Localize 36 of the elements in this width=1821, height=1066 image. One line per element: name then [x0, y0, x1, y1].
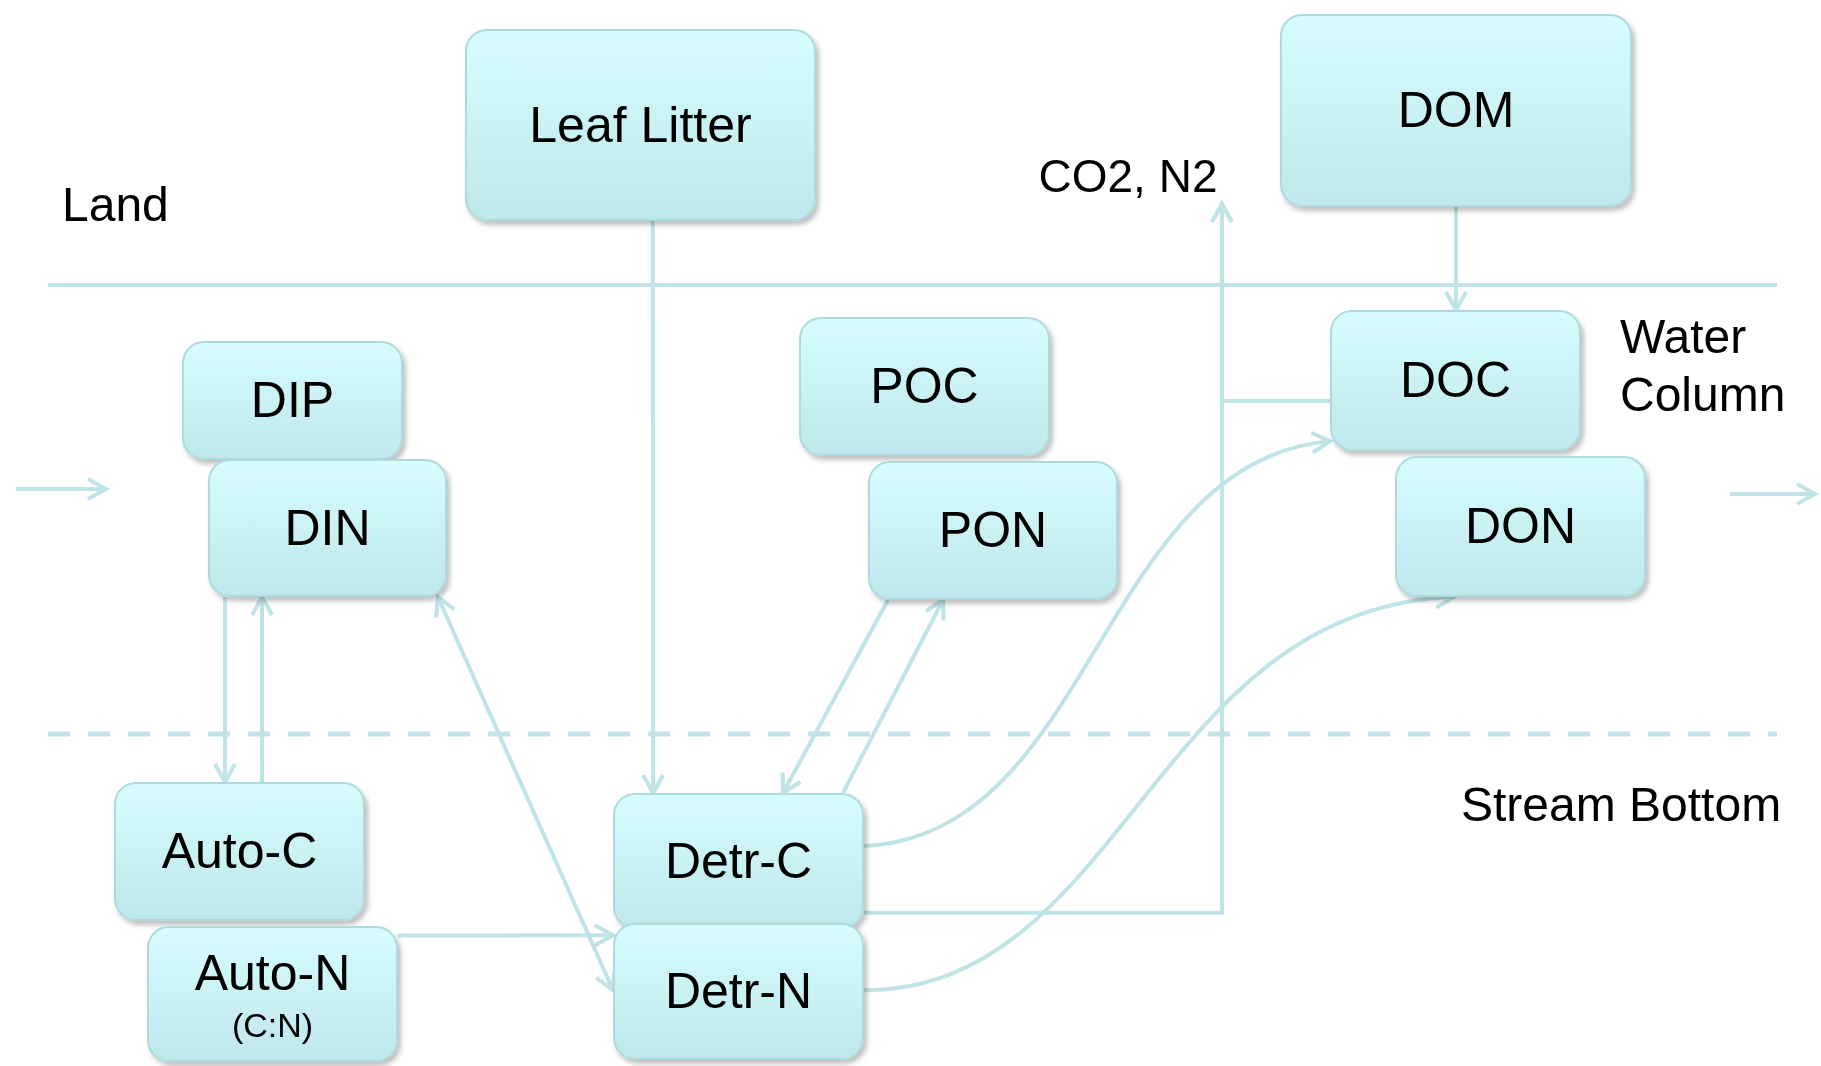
process-box: [799, 317, 1050, 456]
box-label: Leaf Litter: [529, 95, 752, 155]
gas-label: CO2, N2: [1022, 148, 1234, 204]
arrow: [250, 595, 274, 782]
region-label: Land: [62, 177, 169, 233]
arrow: [780, 599, 890, 795]
box-label: DOM: [1397, 81, 1515, 141]
process-box: [182, 341, 403, 460]
box-label: DIN: [284, 498, 371, 558]
arrow: [398, 923, 615, 948]
box-label: POC: [870, 357, 979, 417]
box-sublabel: (C:N): [231, 1005, 314, 1046]
arrow: [1209, 202, 1330, 403]
box-label: DIP: [250, 371, 335, 431]
box-label: Detr-N: [664, 962, 813, 1022]
process-box: [1280, 14, 1632, 207]
region-label: Stream Bottom: [1461, 777, 1782, 833]
process-box: [613, 923, 864, 1060]
box-label: DON: [1464, 497, 1577, 557]
box-label: Detr-C: [664, 831, 813, 891]
region-label: Water Column: [1620, 309, 1787, 423]
arrow: [641, 221, 666, 795]
process-box: [868, 461, 1118, 600]
process-box: [114, 782, 365, 921]
process-box: [147, 926, 398, 1062]
box-label: DOC: [1399, 351, 1512, 411]
arrow: [1444, 207, 1468, 312]
process-box: [1395, 456, 1646, 597]
process-box: [208, 459, 447, 597]
arrow: [863, 433, 1332, 848]
arrow: [212, 597, 237, 784]
process-box: [465, 29, 816, 221]
box-label: PON: [938, 501, 1048, 561]
box-label: Auto-N: [194, 943, 351, 1003]
process-box: [1330, 310, 1581, 451]
box-label: Auto-C: [161, 822, 318, 882]
